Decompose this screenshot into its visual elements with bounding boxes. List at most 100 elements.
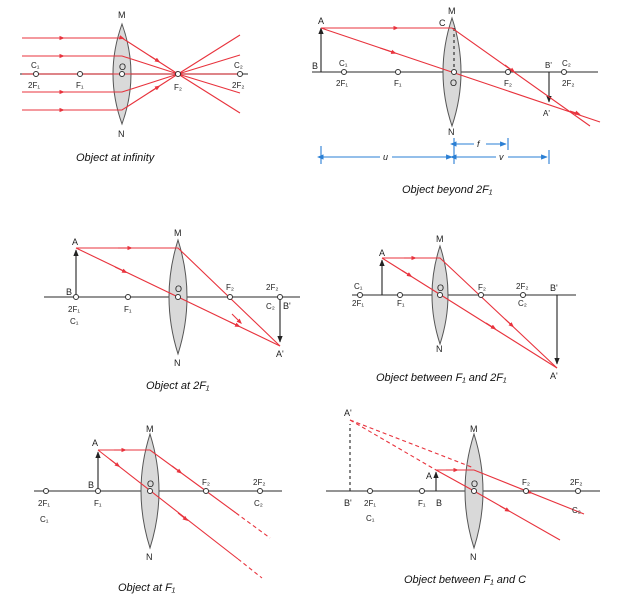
label-f2: F₂ [478,283,486,292]
label-o: O [147,479,154,489]
label-n: N [470,552,477,562]
point-2f2 [575,488,581,494]
label-b: B [312,61,318,71]
label-m: M [118,10,126,20]
point-c1 [357,292,363,298]
point-f2 [203,488,209,494]
label-2f1: 2F₁ [336,79,348,88]
caption: Object between F₁ and C [404,574,526,586]
label-v: v [499,152,504,162]
label-m: M [174,228,182,238]
label-a: A [426,471,432,481]
label-a-prime: A' [543,109,550,118]
label-a-prime: A' [276,349,284,359]
panel-object-beyond-2f1: A B C M N O C₁ 2F₁ F₁ F₂ B' C₂ 2F₂ A' f … [312,6,601,196]
label-2f1: 2F₁ [68,305,80,314]
label-f1: F₁ [94,499,102,508]
label-c2: C₂ [518,299,527,308]
label-f1: F₁ [76,81,84,90]
point-c1 [341,69,347,75]
caption: Object between F₁ and 2F₁ [376,372,507,384]
label-m: M [436,234,444,244]
panel-object-at-f1: A M N O B F₁ 2F₁ C₁ F₂ 2F₂ C₂ Object at … [34,424,282,594]
point-f1 [95,488,101,494]
point-2f1 [367,488,373,494]
point-f1 [419,488,425,494]
label-2f2: 2F₂ [516,282,528,291]
parallel-ray-extension [235,512,271,539]
point-2f1 [73,294,79,300]
center-ray [320,27,601,123]
label-b-prime: B' [545,61,552,70]
label-f2: F₂ [174,83,182,92]
point-f2 [523,488,529,494]
point-2f2 [257,488,263,494]
point-c2 [237,71,243,77]
virtual-ray-center [349,419,437,471]
point-f2 [505,69,511,75]
label-n: N [448,127,455,137]
label-b-prime: B' [550,283,558,293]
label-f2: F₂ [202,478,210,487]
caption: Object at F₁ [118,582,176,594]
label-c2: C₂ [572,506,581,515]
label-o: O [175,284,182,294]
label-c2: C₂ [234,61,243,70]
point-o [147,488,153,494]
panel-object-between-f1-and-2f1: A C₁ 2F₁ F₁ O M N F₂ 2F₂ C₂ B' A' Object… [352,234,576,384]
point-f2 [175,71,181,77]
panel-object-between-f1-and-c: A' M N O A B B' 2F₁ C₁ F₁ F₂ 2F₂ C₂ Obje… [326,408,600,586]
label-2f1: 2F₁ [38,499,50,508]
label-b-prime: B' [283,301,291,311]
label-f: f [477,139,481,149]
label-f2: F₂ [522,478,530,487]
label-o: O [471,479,478,489]
label-o: O [450,78,457,88]
parallel-ray [76,247,281,347]
point-2f1 [43,488,49,494]
label-o: O [119,62,126,72]
label-c1: C₁ [354,282,363,291]
label-m: M [448,6,456,16]
virtual-ray-top [349,419,475,469]
dimension-markers [317,138,550,164]
point-f2 [227,294,233,300]
point-o [437,292,443,298]
label-c1: C₁ [366,514,375,523]
point-2f2 [277,294,283,300]
parallel-ray [382,257,558,369]
label-c1: C₁ [70,317,79,326]
point-c2 [561,69,567,75]
label-n: N [146,552,153,562]
label-a-prime: A' [550,371,558,381]
caption: Object beyond 2F₁ [402,184,493,196]
label-2f2: 2F₂ [232,81,244,90]
label-c2: C₂ [562,59,571,68]
parallel-rays [22,34,241,114]
center-ray-extension [237,558,263,579]
point-f1 [395,69,401,75]
point-o [175,294,181,300]
label-2f2: 2F₂ [253,478,265,487]
label-f1: F₁ [124,305,132,314]
center-ray [435,469,561,541]
label-b-prime: B' [344,498,352,508]
label-f1: F₁ [397,299,405,308]
label-a: A [92,438,98,448]
point-f1 [125,294,131,300]
label-n: N [436,344,443,354]
point-f1 [397,292,403,298]
label-c2: C₂ [254,499,263,508]
label-c2: C₂ [266,302,275,311]
point-c1 [33,71,39,77]
caption: Object at infinity [76,152,156,164]
label-b: B [88,480,94,490]
point-o [119,71,125,77]
label-a: A [72,237,78,247]
label-f2: F₂ [504,79,512,88]
label-c1: C₁ [40,515,49,524]
point-f1 [77,71,83,77]
label-2f2: 2F₂ [266,283,278,292]
panel-object-at-infinity: M N O C₁ 2F₁ F₁ F₂ C₂ 2F₂ Object at infi… [20,10,248,164]
